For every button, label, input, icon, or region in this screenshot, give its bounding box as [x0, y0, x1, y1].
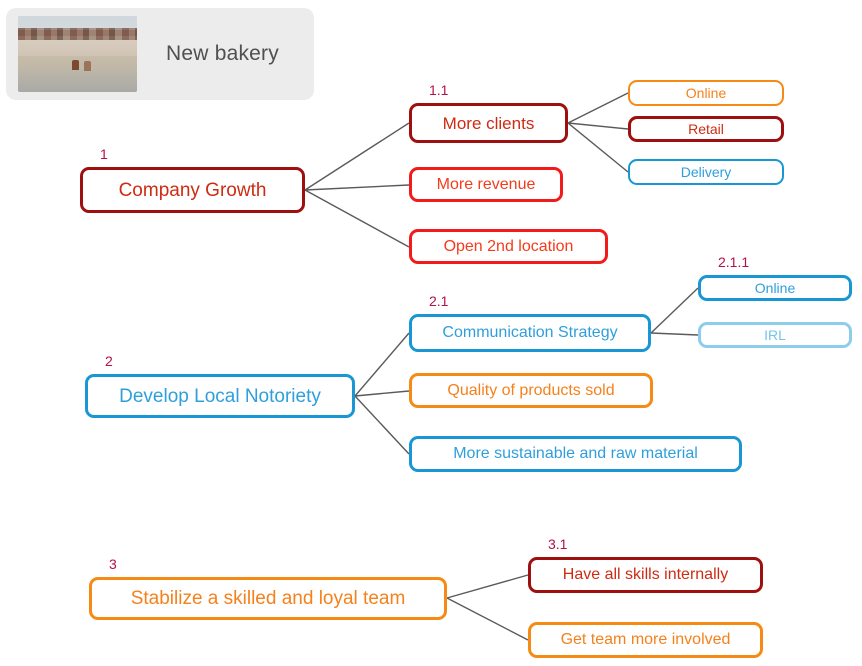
mindmap-node-label: Quality of products sold	[447, 381, 615, 399]
mindmap-node-n12[interactable]: More revenue	[409, 167, 563, 202]
project-header-card[interactable]: New bakery	[6, 8, 314, 100]
mindmap-node-label: Open 2nd location	[443, 237, 574, 255]
connector-n2-to-n23	[354, 395, 410, 455]
mindmap-node-label: Get team more involved	[560, 631, 731, 648]
connector-n2-to-n22	[354, 390, 410, 397]
mindmap-node-n22[interactable]: Quality of products sold	[409, 373, 653, 408]
mindmap-node-index-label: 2.1	[429, 293, 449, 309]
connector-n11-to-n112	[567, 122, 629, 130]
connector-n1-to-n12	[304, 184, 410, 191]
mindmap-node-n11[interactable]: More clients	[409, 103, 568, 143]
mindmap-node-label: Company Growth	[118, 179, 267, 201]
connector-n21-to-n211	[650, 287, 699, 334]
mindmap-node-label: Stabilize a skilled and loyal team	[130, 588, 406, 609]
mindmap-node-n212[interactable]: IRL	[698, 322, 852, 348]
mindmap-node-label: Online	[754, 280, 796, 296]
connector-n2-to-n21	[354, 332, 410, 397]
mindmap-node-index-label: 3.1	[548, 536, 568, 552]
mindmap-node-n111[interactable]: Online	[628, 80, 784, 106]
mindmap-node-n112[interactable]: Retail	[628, 116, 784, 142]
mindmap-node-n23[interactable]: More sustainable and raw material	[409, 436, 742, 472]
project-thumbnail-image	[18, 16, 137, 92]
mindmap-node-index-label: 1	[100, 146, 108, 162]
connector-n11-to-n113	[567, 122, 629, 173]
mindmap-node-n13[interactable]: Open 2nd location	[409, 229, 608, 264]
mindmap-node-label: More clients	[442, 113, 535, 133]
thumbnail-horse-icon	[84, 61, 91, 71]
connector-n11-to-n111	[567, 92, 629, 124]
connector-n3-to-n31	[446, 574, 529, 599]
mindmap-node-label: Online	[685, 85, 727, 101]
mindmap-node-label: More revenue	[436, 175, 536, 193]
mindmap-node-index-label: 2	[105, 353, 113, 369]
connector-n3-to-n32	[446, 597, 529, 641]
mindmap-node-n31[interactable]: Have all skills internally	[528, 557, 763, 593]
thumbnail-horse-icon	[72, 60, 79, 70]
mindmap-node-label: Retail	[688, 121, 724, 137]
mindmap-node-index-label: 3	[109, 556, 117, 572]
mindmap-node-n1[interactable]: Company Growth	[80, 167, 305, 213]
mindmap-node-label: Have all skills internally	[562, 566, 729, 583]
mindmap-node-label: IRL	[764, 327, 786, 343]
connector-n1-to-n13	[304, 189, 410, 248]
page-title: New bakery	[166, 42, 279, 65]
mindmap-node-label: More sustainable and raw material	[453, 445, 698, 462]
mindmap-node-label: Communication Strategy	[442, 324, 618, 341]
mindmap-node-label: Delivery	[680, 164, 732, 180]
mindmap-node-index-label: 1.1	[429, 82, 449, 98]
connector-n21-to-n212	[650, 332, 699, 336]
connector-n1-to-n11	[304, 122, 410, 191]
mindmap-node-index-label: 2.1.1	[718, 254, 750, 270]
mindmap-node-n21[interactable]: Communication Strategy	[409, 314, 651, 352]
mindmap-node-n2[interactable]: Develop Local Notoriety	[85, 374, 355, 418]
mindmap-node-n113[interactable]: Delivery	[628, 159, 784, 185]
mindmap-node-n211[interactable]: Online	[698, 275, 852, 301]
mindmap-node-n32[interactable]: Get team more involved	[528, 622, 763, 658]
thumbnail-rooftops	[18, 28, 137, 41]
mindmap-node-n3[interactable]: Stabilize a skilled and loyal team	[89, 577, 447, 620]
mindmap-node-label: Develop Local Notoriety	[119, 385, 321, 407]
